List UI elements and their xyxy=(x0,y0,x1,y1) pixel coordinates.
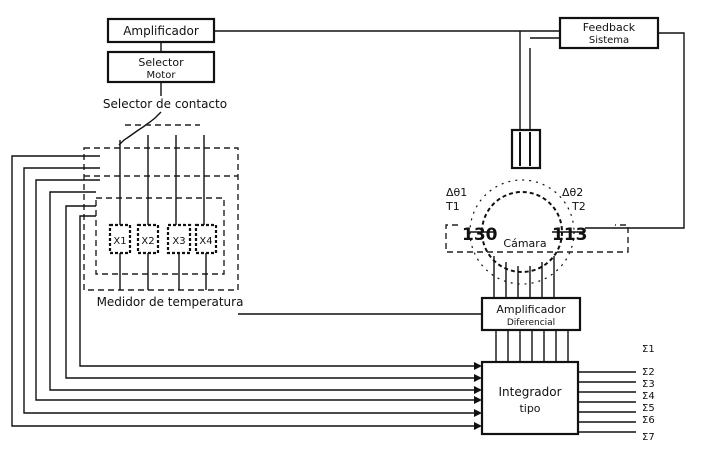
channel-box-3: X3 xyxy=(166,223,192,255)
switch-label: Selector de contacto xyxy=(103,97,227,111)
channel-box-2: X2 xyxy=(136,223,160,255)
right-value: 113 xyxy=(552,225,588,245)
right-tag: Δθ2 xyxy=(562,186,583,199)
amplifier-top-label: Amplificador xyxy=(123,24,199,38)
channel-label-1: X1 xyxy=(113,236,126,247)
output-label-2: Σ2 xyxy=(642,367,655,378)
left-value: 130 xyxy=(462,225,498,245)
feedback-top-sub-label: Sistema xyxy=(589,35,629,46)
integrator-outputs xyxy=(578,371,636,433)
amplifier-mid-label: Amplificador xyxy=(496,303,566,316)
left-feed-lines xyxy=(11,155,482,430)
amp-to-integrator-leads xyxy=(495,330,569,362)
bottom-label: Medidor de temperatura xyxy=(97,295,244,309)
amplifier-mid-sub-label: Diferencial xyxy=(507,318,555,328)
right-element: T2 xyxy=(571,200,586,213)
chamber-to-amp-leads xyxy=(493,256,555,298)
amplifier-mid-block: Amplificador Diferencial xyxy=(480,296,582,332)
output-label-4: Σ4 xyxy=(642,391,655,402)
left-tag: Δθ1 xyxy=(446,186,467,199)
switch-panel xyxy=(83,147,239,291)
sensor-probe xyxy=(510,128,542,170)
selector-block: Selector Motor xyxy=(106,50,216,84)
integrator-sub-label: tipo xyxy=(519,402,540,415)
integrator-label: Integrador xyxy=(498,385,561,399)
chamber-label: Cámara xyxy=(503,237,546,250)
selector-label: Selector xyxy=(138,56,184,69)
output-label-7: Σ7 xyxy=(642,432,655,443)
amplifier-top-block: Amplificador xyxy=(106,17,216,44)
left-element: T1 xyxy=(445,200,460,213)
output-label-5: Σ5 xyxy=(642,403,655,414)
feedback-top-label: Feedback xyxy=(583,21,636,34)
channel-boxes: X1 X2 X3 X4 xyxy=(108,223,218,255)
output-label-3: Σ3 xyxy=(642,379,655,390)
channel-box-4: X4 xyxy=(194,223,218,255)
output-labels: Σ1 Σ2 Σ3 Σ4 Σ5 Σ6 Σ7 xyxy=(642,344,655,443)
output-label-1: Σ1 xyxy=(642,344,655,355)
integrator-block: Integrador tipo xyxy=(480,360,580,436)
channel-label-2: X2 xyxy=(141,236,154,247)
channel-leads xyxy=(119,135,207,290)
top-feedback-loop: Feedback Sistema xyxy=(214,16,685,229)
channel-label-3: X3 xyxy=(172,236,185,247)
channel-label-4: X4 xyxy=(199,236,212,247)
channel-box-1: X1 xyxy=(108,223,132,255)
selector-sub-label: Motor xyxy=(147,70,177,81)
output-label-6: Σ6 xyxy=(642,415,655,426)
sensor-chamber: Cámara Δθ1 Δθ2 T1 T2 130 113 xyxy=(445,128,629,285)
